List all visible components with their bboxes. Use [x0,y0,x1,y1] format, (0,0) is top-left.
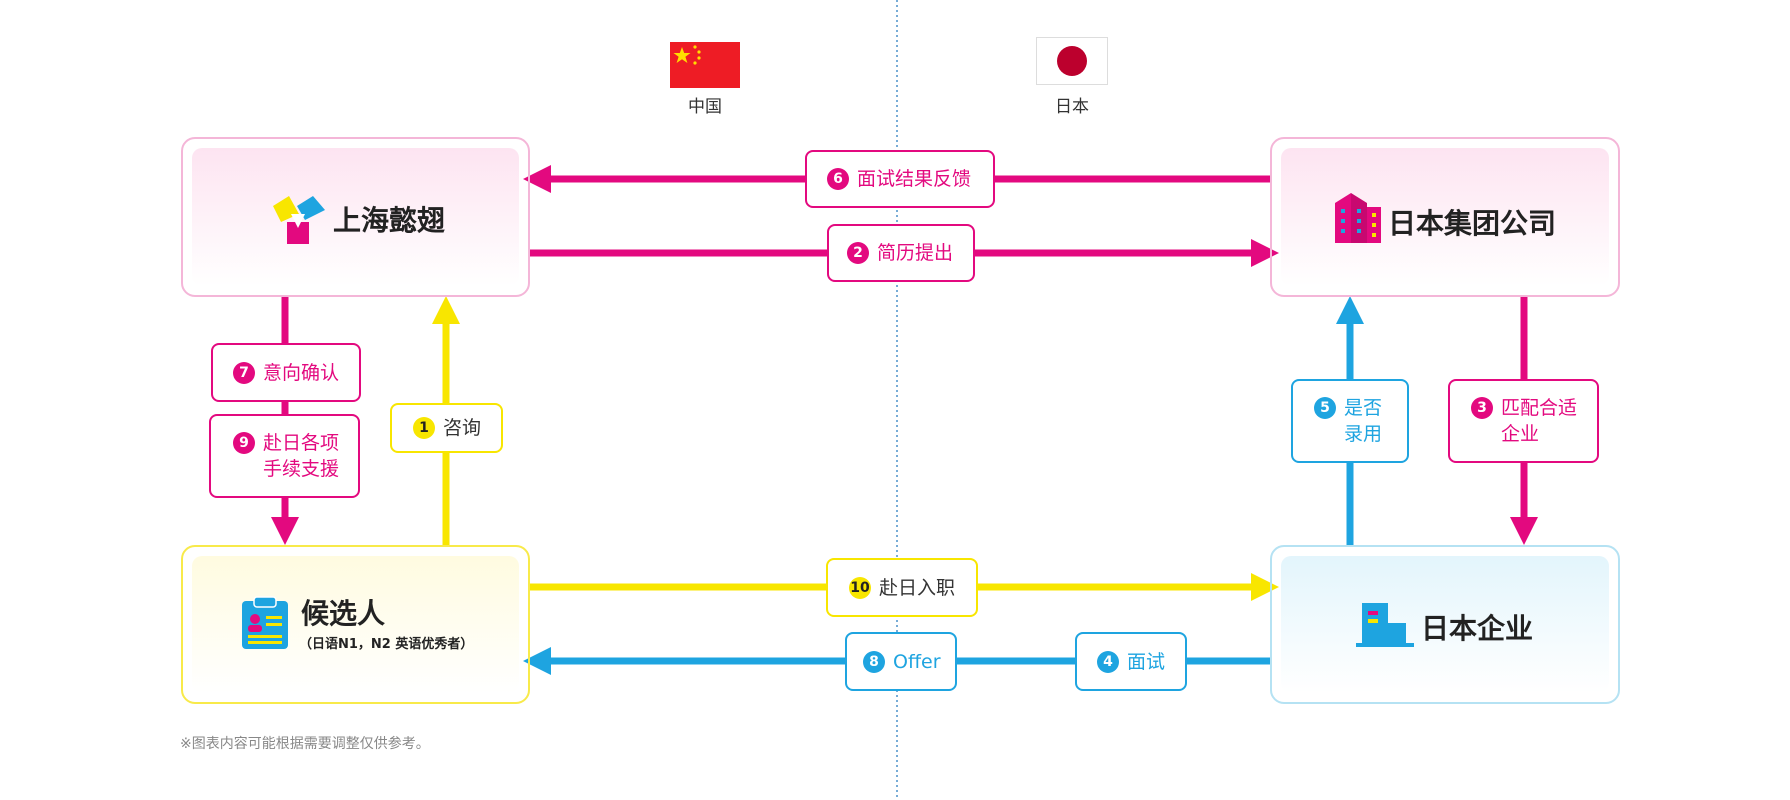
step-9-tag: 9 赴日各项手续支援 [209,414,360,498]
step-3-tag: 3 匹配合适企业 [1448,379,1599,463]
node-candidate-title: 候选人 [301,597,386,630]
node-japan-company-title: 日本企业 [1421,612,1534,645]
step-8-number: 8 [863,650,885,673]
step-1-number: 1 [413,417,435,439]
china-label: 中国 [688,97,722,117]
building-company-icon [1356,603,1414,647]
step-10-number: 10 [849,576,871,599]
step-3-number: 3 [1471,397,1493,419]
step-4-label: 面试 [1127,650,1166,673]
node-candidate: 候选人 （日语N1，N2 英语优秀者） [181,545,530,704]
step-4-tag: 4 面试 [1075,632,1187,691]
node-shanghai-title: 上海懿翅 [333,204,446,237]
china-flag-icon [670,42,740,88]
node-candidate-subtitle: （日语N1，N2 英语优秀者） [299,637,474,652]
node-shanghai: 上海懿翅 [181,137,530,297]
step-5-number: 5 [1314,397,1336,419]
step-5-label-line2: 录用 [1344,423,1383,445]
step-10-label: 赴日入职 [879,576,956,599]
step-1-tag: 1 咨询 [390,403,503,453]
building-group-icon [1335,193,1381,243]
step-9-label-line1: 赴日各项 [263,432,340,454]
node-japan-company: 日本企业 [1270,545,1620,704]
step-2-number: 2 [847,242,869,264]
step-8-tag: 8 Offer [845,632,957,691]
step-3-label-line2: 企业 [1501,423,1540,445]
step-4-number: 4 [1097,650,1119,673]
step-9-number: 9 [233,432,255,454]
step-5-label-line1: 是否 [1344,397,1383,419]
footnote: ※图表内容可能根据需要调整仅供参考。 [180,736,430,752]
japan-flag-icon [1036,37,1108,85]
step-10-tag: 10 赴日入职 [826,558,978,617]
step-3-label-line1: 匹配合适 [1501,397,1578,419]
clipboard-resume-icon [242,596,288,649]
step-5-tag: 5 是否录用 [1291,379,1409,463]
step-7-number: 7 [233,361,255,384]
step-1-label: 咨询 [443,417,482,439]
node-japan-group: 日本集团公司 [1270,137,1620,297]
step-6-tag: 6 面试结果反馈 [805,150,995,208]
step-6-label: 面试结果反馈 [857,168,972,190]
step-9-label-line2: 手续支援 [263,458,340,480]
step-8-label: Offer [893,650,941,673]
node-japan-group-title: 日本集团公司 [1388,207,1557,240]
shanghai-logo-icon [273,196,325,244]
step-6-number: 6 [827,168,849,190]
step-2-label: 简历提出 [877,242,954,264]
step-2-tag: 2 简历提出 [827,224,975,282]
japan-label: 日本 [1055,97,1089,117]
step-7-label: 意向确认 [263,361,340,384]
step-7-tag: 7 意向确认 [211,343,361,402]
